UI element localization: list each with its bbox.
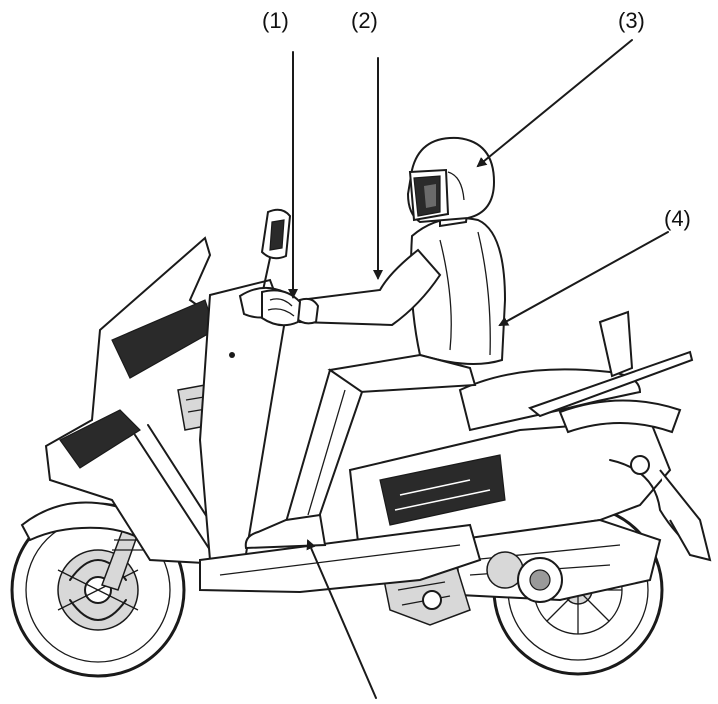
callout-label-2: (2) [351,8,378,33]
rider-figure [244,136,507,550]
floor-board [199,523,482,594]
callout-label-4: (4) [664,206,691,231]
rear-body [348,418,712,626]
leader-arrow-footrest [306,539,377,699]
leader-arrows [288,39,669,699]
seat-and-rack [458,310,694,434]
callout-label-3: (3) [618,8,645,33]
front-body [44,236,287,567]
leader-arrow-3 [476,39,633,168]
leader-arrow-4 [498,231,669,326]
callout-label-1: (1) [262,8,289,33]
